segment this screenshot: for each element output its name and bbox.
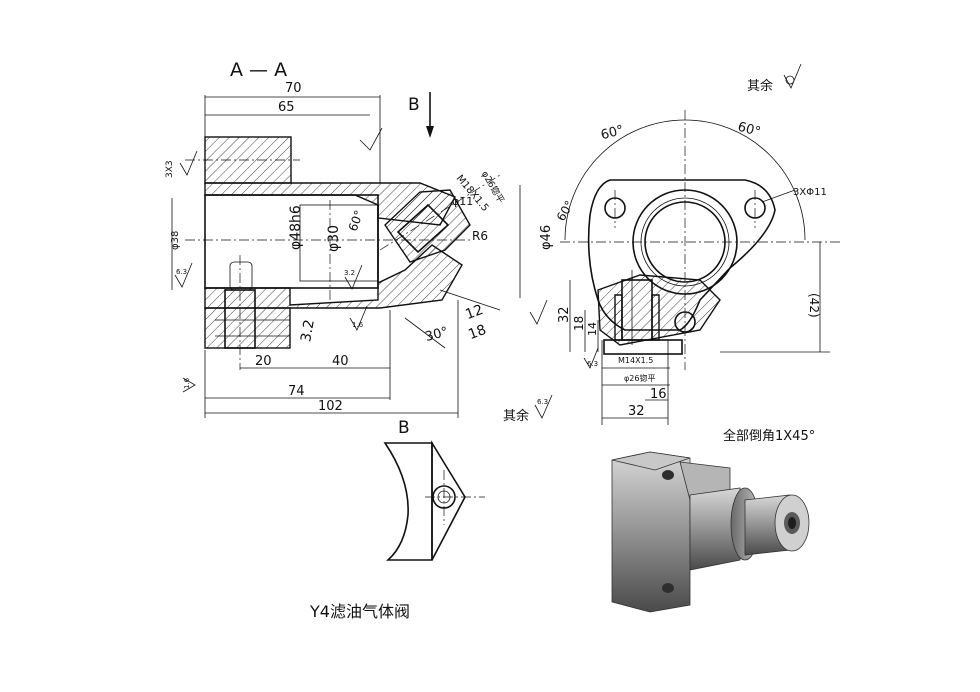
view-b: B (383, 418, 485, 561)
dimension-label: 65 (278, 100, 295, 115)
dimension-label: 6.3 (176, 268, 187, 276)
roughness-symbols: 6.3 3.2 1.6 1.6 (174, 127, 548, 393)
dimension-label: 12 (463, 302, 485, 323)
dimension-label: 20 (255, 354, 272, 369)
dimension-label: (42) (807, 293, 821, 318)
dimension-label: 3X3 (165, 160, 175, 178)
dimension-label: 1.6 (183, 377, 191, 389)
dimension-label: 3.2 (298, 318, 318, 343)
section-view-a-a: A — A 70 65 B (165, 59, 554, 418)
rest-roughness-top: 其余 (747, 63, 802, 94)
dimension-label: 3XΦ11 (793, 187, 827, 198)
dimension-label: 6.3 (587, 360, 598, 368)
dimension-label: φ26锪平 (624, 373, 655, 383)
dimension-label: 1.6 (352, 321, 364, 329)
dimension-label: 60° (599, 123, 625, 143)
dimension-label: M14X1.5 (618, 356, 653, 365)
rest-roughness-bottom: 其余 6.3 (503, 394, 553, 424)
dimension-label: φ38 (170, 231, 181, 250)
dimension-label: 70 (285, 81, 302, 96)
dimension-label: 18 (572, 316, 586, 331)
dimension-label: 74 (288, 384, 305, 399)
view-b-title: B (398, 418, 410, 438)
dimension-label: φ11 (452, 195, 473, 208)
dimension-label: 30° (424, 325, 450, 345)
dimension-label: φ48h6 (288, 205, 304, 250)
dimension-label: 102 (318, 399, 343, 414)
dimension-label: 18 (466, 322, 488, 343)
section-angled-port (384, 189, 471, 263)
dimension-label: 其余 (503, 408, 529, 424)
end-view: 其余 60° 60° 60° 3XΦ11 (503, 63, 840, 444)
dimension-label: 16 (650, 387, 667, 402)
dimension-label: φ46 (539, 225, 554, 250)
dimension-label: 60° (346, 208, 366, 233)
dimension-label: 其余 (747, 78, 773, 94)
dimension-label: φ30 (326, 225, 342, 252)
dimension-label: R6 (472, 229, 488, 243)
part-3d-render (596, 447, 818, 617)
dimension-label: 40 (332, 354, 349, 369)
dimension-label: 60° (736, 120, 762, 140)
dimension-label: 32 (557, 306, 572, 323)
dimension-label: 6.3 (537, 398, 548, 406)
chamfer-note: 全部倒角1X45° (723, 428, 815, 444)
view-b-arrow-label: B (408, 95, 420, 115)
dimension-label: 14 (586, 322, 599, 336)
part-caption: Y4滤油气体阀 (309, 602, 410, 621)
dimension-label: 60° (554, 198, 577, 223)
dimension-label: 32 (628, 404, 645, 419)
section-label: A — A (230, 59, 287, 81)
dimension-label: 3.2 (344, 269, 355, 277)
